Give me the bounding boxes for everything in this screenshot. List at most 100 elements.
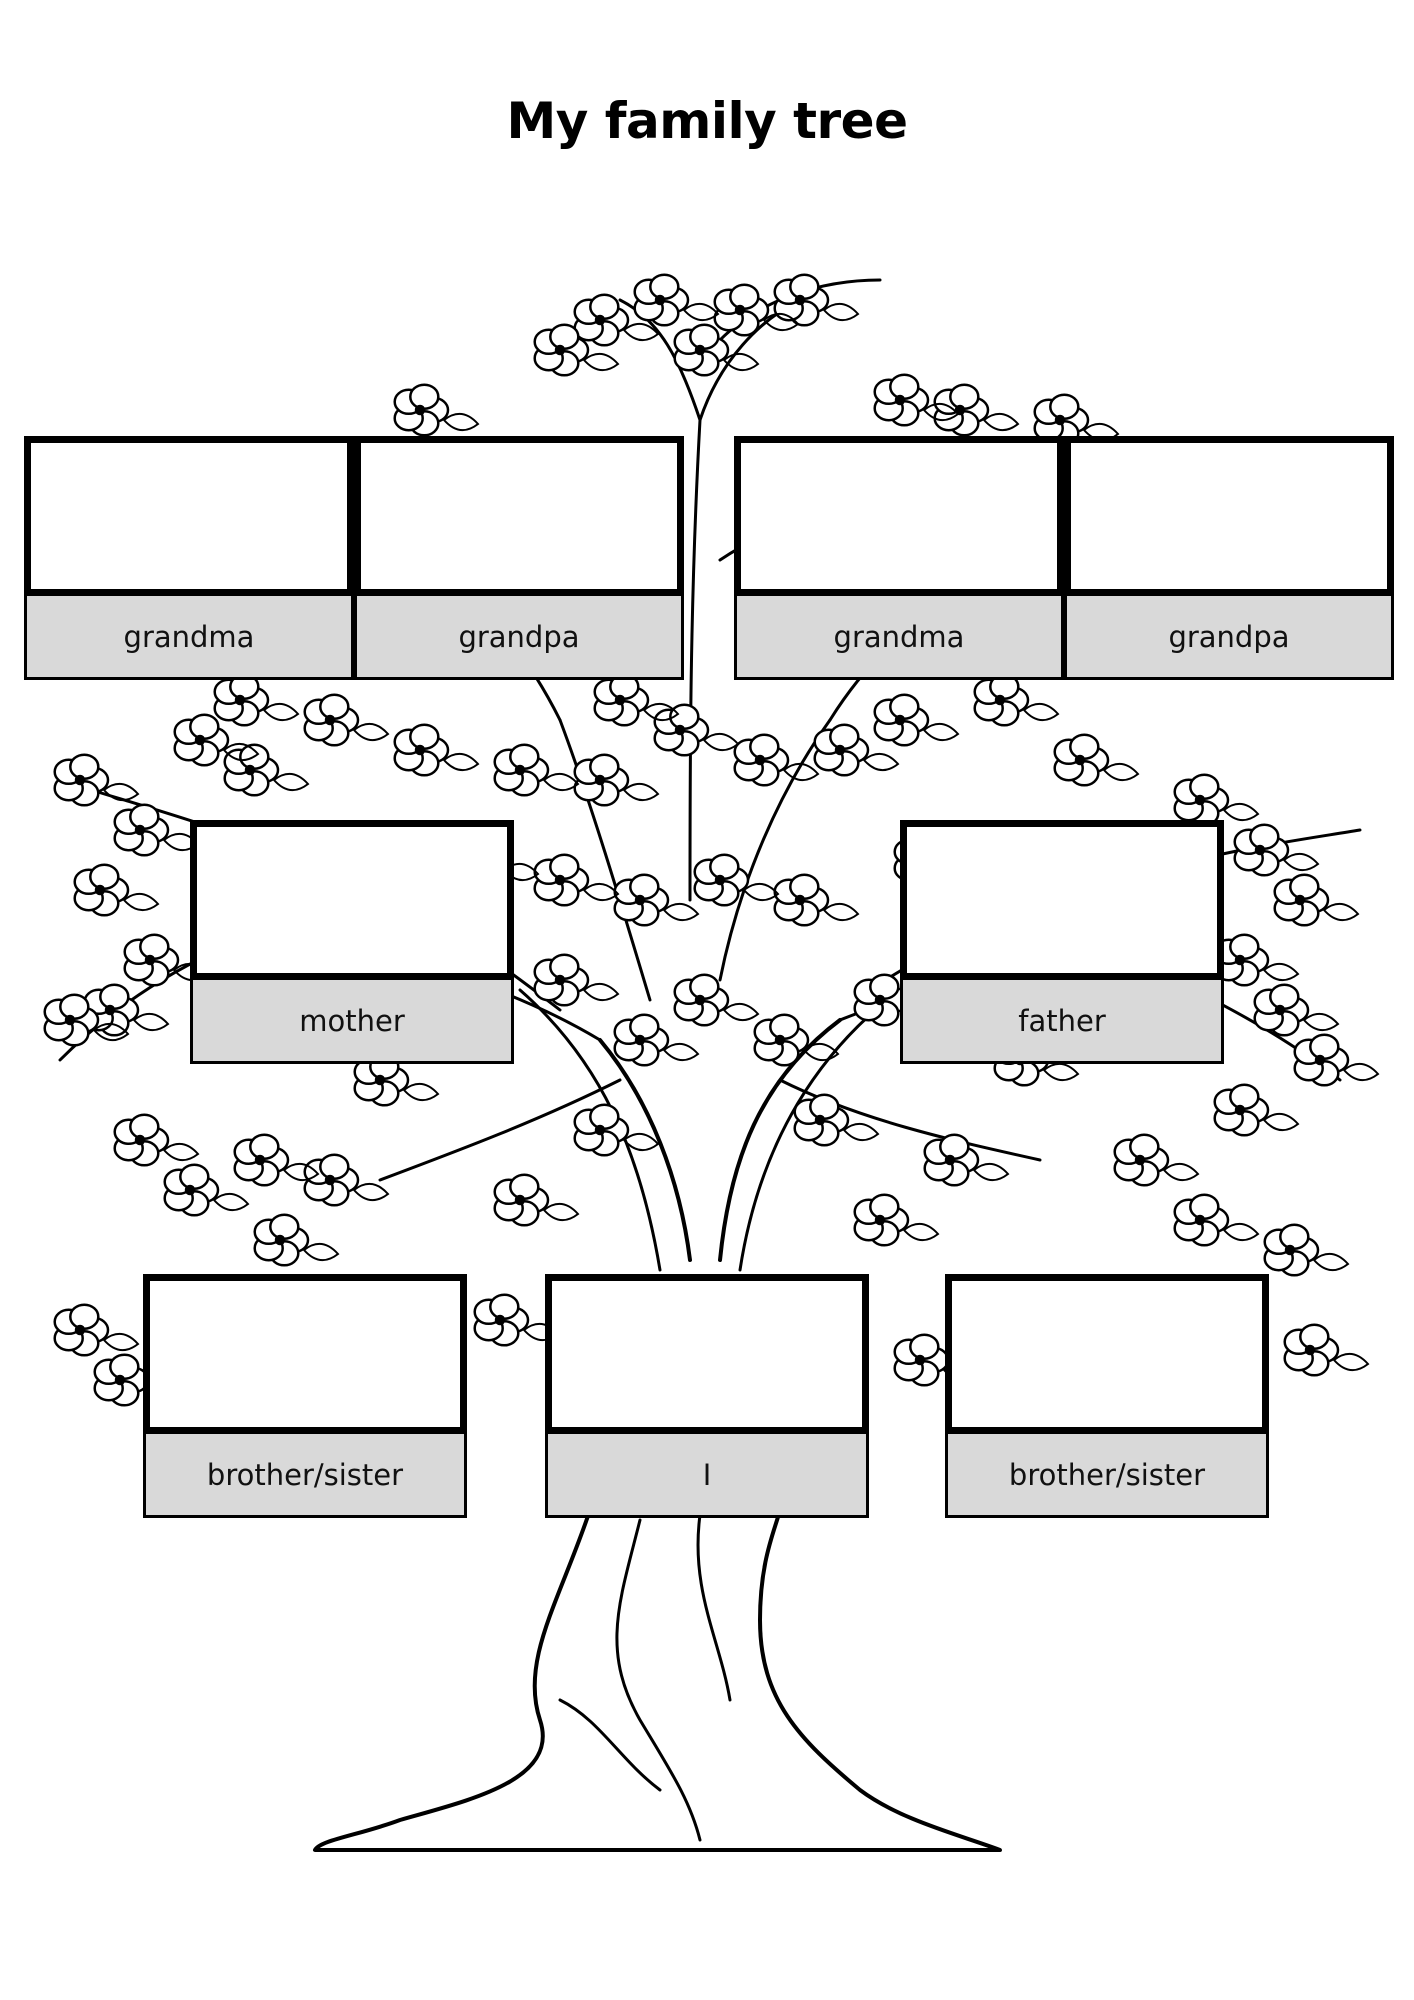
self-card[interactable]: I [545, 1274, 869, 1518]
flower-center [634, 894, 646, 906]
grandma-label: grandma [24, 596, 354, 680]
leaf [1262, 1113, 1300, 1131]
petal [1269, 983, 1300, 1010]
flower-center [814, 1114, 826, 1126]
flower-center [894, 714, 906, 726]
petal [1129, 1133, 1160, 1160]
flower-center [794, 894, 806, 906]
petal [939, 1133, 970, 1160]
flower-center [64, 1014, 76, 1026]
leaf [132, 1013, 170, 1031]
petal [269, 1213, 300, 1240]
flower-center [894, 394, 906, 406]
self-label: I [545, 1434, 869, 1518]
petal [59, 993, 90, 1020]
leaf [352, 1183, 390, 1201]
flower-center [104, 1004, 116, 1016]
petal [709, 853, 740, 880]
grandma-card[interactable]: grandma [734, 436, 1064, 680]
leaf [1042, 1063, 1080, 1081]
petal [549, 323, 580, 350]
page-title: My family tree [506, 92, 908, 150]
leaf [1282, 853, 1320, 871]
leaf [842, 1123, 880, 1141]
sibling-label: brother/sister [143, 1434, 467, 1518]
flower-center [994, 694, 1006, 706]
petal [649, 273, 680, 300]
flower-center [634, 1034, 646, 1046]
petal [179, 1163, 210, 1190]
flower-center [954, 404, 966, 416]
leaf [982, 413, 1020, 431]
father-card[interactable]: father [900, 820, 1224, 1064]
flower-center [614, 694, 626, 706]
flower-center [1294, 894, 1306, 906]
flower-center [414, 404, 426, 416]
petal [749, 733, 780, 760]
petal [869, 973, 900, 1000]
grandma-card[interactable]: grandma [24, 436, 354, 680]
flower-center [94, 884, 106, 896]
leaf [542, 773, 580, 791]
flower-center [414, 744, 426, 756]
petal [829, 723, 860, 750]
mother-label: mother [190, 980, 514, 1064]
flower-center [554, 874, 566, 886]
photo-frame[interactable] [945, 1274, 1269, 1434]
flower-center [324, 714, 336, 726]
leaf [1302, 1013, 1340, 1031]
grandpa-card[interactable]: grandpa [1064, 436, 1394, 680]
mother-card[interactable]: mother [190, 820, 514, 1064]
grandma-label: grandma [734, 596, 1064, 680]
leaf [1312, 1253, 1350, 1271]
petal [189, 713, 220, 740]
sibling-card[interactable]: brother/sister [143, 1274, 467, 1518]
photo-frame[interactable] [1064, 436, 1394, 596]
petal [1309, 1033, 1340, 1060]
leaf [122, 893, 160, 911]
petal [249, 1133, 280, 1160]
flower-center [134, 1134, 146, 1146]
photo-frame[interactable] [900, 820, 1224, 980]
leaf [682, 303, 720, 321]
flower-center [694, 344, 706, 356]
petal [319, 1153, 350, 1180]
flower-center [554, 344, 566, 356]
petal [1249, 823, 1280, 850]
leaf [1322, 903, 1360, 921]
photo-frame[interactable] [24, 436, 354, 596]
grandpa-card[interactable]: grandpa [354, 436, 684, 680]
flower-center [494, 1314, 506, 1326]
flower-center [714, 874, 726, 886]
grandpa-label: grandpa [1064, 596, 1394, 680]
photo-frame[interactable] [143, 1274, 467, 1434]
leaf [1222, 803, 1260, 821]
leaf [1342, 1063, 1380, 1081]
flower-center [1194, 794, 1206, 806]
flower-center [944, 1154, 956, 1166]
sibling-card[interactable]: brother/sister [945, 1274, 1269, 1518]
flower-center [374, 1074, 386, 1086]
petal [409, 383, 440, 410]
leaf [402, 1083, 440, 1101]
leaf [102, 1333, 140, 1351]
leaf [822, 903, 860, 921]
leaf [922, 723, 960, 741]
flower-center [1274, 1004, 1286, 1016]
leaf [582, 983, 620, 1001]
petal [489, 1293, 520, 1320]
photo-frame[interactable] [190, 820, 514, 980]
flower-center [184, 1184, 196, 1196]
petal [69, 753, 100, 780]
petal [1189, 1193, 1220, 1220]
flower-center [594, 1124, 606, 1136]
flower-center [554, 974, 566, 986]
photo-frame[interactable] [734, 436, 1064, 596]
leaf [722, 353, 760, 371]
photo-frame[interactable] [545, 1274, 869, 1434]
photo-frame[interactable] [354, 436, 684, 596]
leaf [622, 323, 660, 341]
flower-center [734, 304, 746, 316]
leaf [1222, 1223, 1260, 1241]
leaf [582, 353, 620, 371]
